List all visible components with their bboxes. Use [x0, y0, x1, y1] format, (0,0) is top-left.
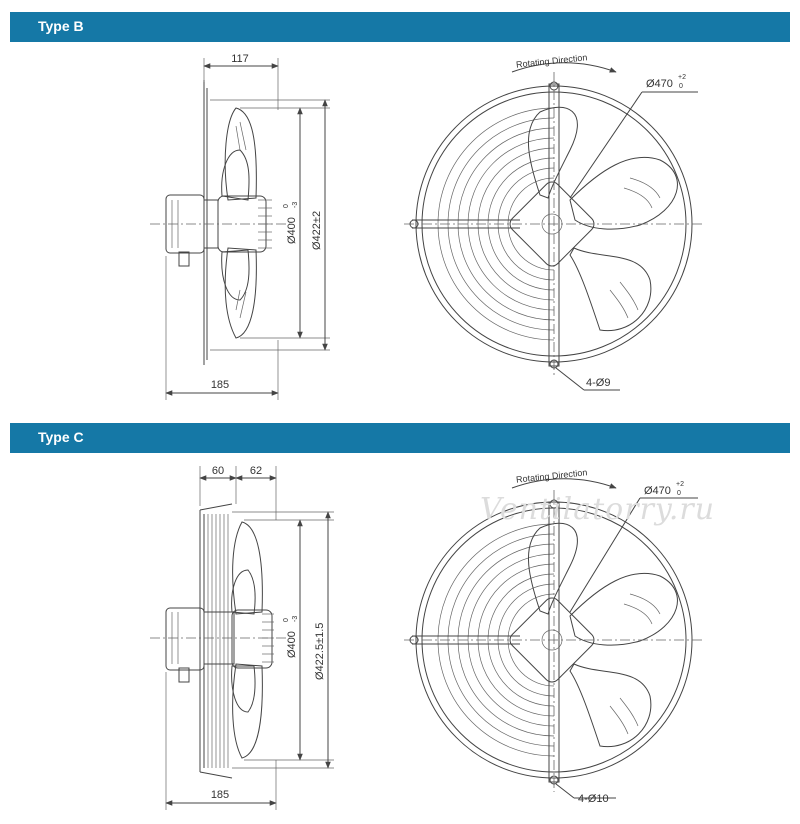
inner-tol-lower: -3 — [292, 202, 299, 208]
watermark: Ventilatorry.ru — [480, 492, 716, 527]
holes-label: 4-Ø10 — [578, 793, 609, 805]
holes-label: 4-Ø9 — [586, 377, 610, 389]
section-title: Type B — [38, 18, 84, 34]
section-header-type-c: Type C — [10, 423, 790, 453]
outer-diameter-label: Ø470 — [644, 485, 671, 497]
side-view-type-b: 117 185 Ø400 0 -3 Ø422±2 — [150, 53, 330, 400]
outer-diameter-label: Ø422.5±1.5 — [314, 623, 326, 680]
inner-diameter-label: Ø400 — [286, 631, 298, 658]
rotating-direction-label: Rotating Direction — [516, 52, 588, 69]
section-header-type-b: Type B — [10, 12, 790, 42]
front-view-type-b: Rotating Direction Ø470 +2 0 4-Ø9 — [404, 52, 702, 391]
dim-label: 185 — [211, 379, 229, 391]
dim-label: 117 — [231, 53, 249, 65]
inner-tol-upper: 0 — [283, 204, 290, 208]
dim-label: 185 — [211, 789, 229, 801]
inner-tol-upper: 0 — [283, 618, 290, 622]
outer-tol-lower: 0 — [677, 490, 681, 497]
outer-diameter-label: Ø422±2 — [311, 211, 323, 250]
inner-diameter-label: Ø400 — [286, 217, 298, 244]
dim-label: 60 — [212, 465, 224, 477]
rotating-direction-label: Rotating Direction — [516, 467, 588, 484]
side-view-type-c: 60 62 185 Ø400 0 -3 Ø422.5±1.5 — [150, 465, 334, 810]
outer-tol-upper: +2 — [678, 74, 686, 81]
dim-label: 62 — [250, 465, 262, 477]
outer-diameter-label: Ø470 — [646, 78, 673, 90]
outer-tol-lower: 0 — [679, 83, 683, 90]
outer-tol-upper: +2 — [676, 481, 684, 488]
inner-tol-lower: -3 — [292, 616, 299, 622]
section-title: Type C — [38, 429, 84, 445]
